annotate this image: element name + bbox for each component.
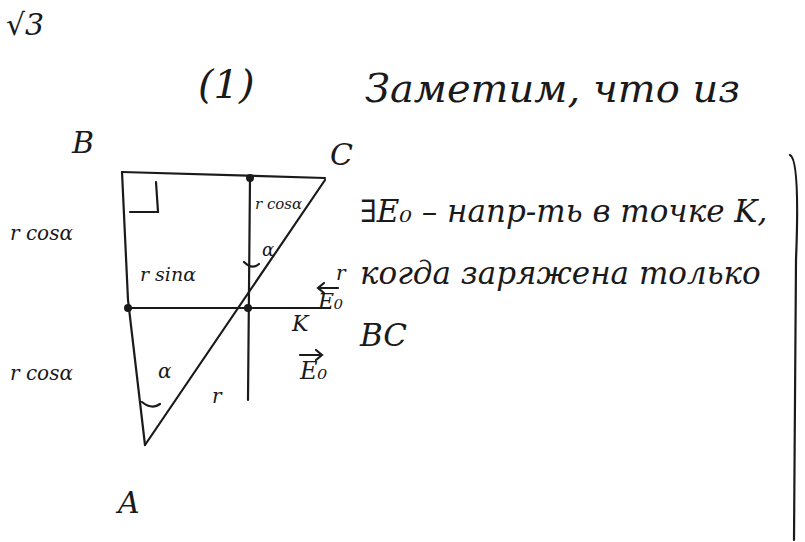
bracket (790, 155, 797, 540)
angle-label: α (262, 240, 274, 260)
side-bc (122, 172, 325, 178)
dimension-label: r sinα (140, 264, 196, 285)
point (244, 304, 252, 312)
angle-arc (244, 262, 259, 267)
length-label: r (336, 262, 346, 284)
point-label: C (330, 138, 353, 171)
point (124, 304, 132, 312)
dimension-label: r cosα (10, 222, 73, 244)
dimension-label: r cosα (255, 196, 302, 213)
angle-label: α (158, 360, 172, 382)
note-text: √3 (6, 8, 44, 41)
length-label: r (212, 385, 222, 407)
vector-label: E₀ (300, 358, 327, 384)
vector-label: E₀ (318, 290, 343, 314)
angle-arc (142, 402, 160, 407)
note-text: ∃E₀ – напр-ть в точке K, когда заряжена … (360, 180, 780, 366)
side-ac (145, 180, 325, 445)
horizontal-line (128, 307, 330, 309)
point-label: B (72, 126, 94, 159)
problem-number: (1) (198, 62, 255, 106)
point (246, 174, 254, 182)
dimension-label: r cosα (10, 362, 73, 384)
point-label: A (118, 486, 140, 519)
right-angle-mark (130, 182, 158, 212)
point-label: K (292, 312, 308, 336)
vertical-line (248, 178, 250, 400)
note-text: Заметим, что из (365, 66, 740, 110)
